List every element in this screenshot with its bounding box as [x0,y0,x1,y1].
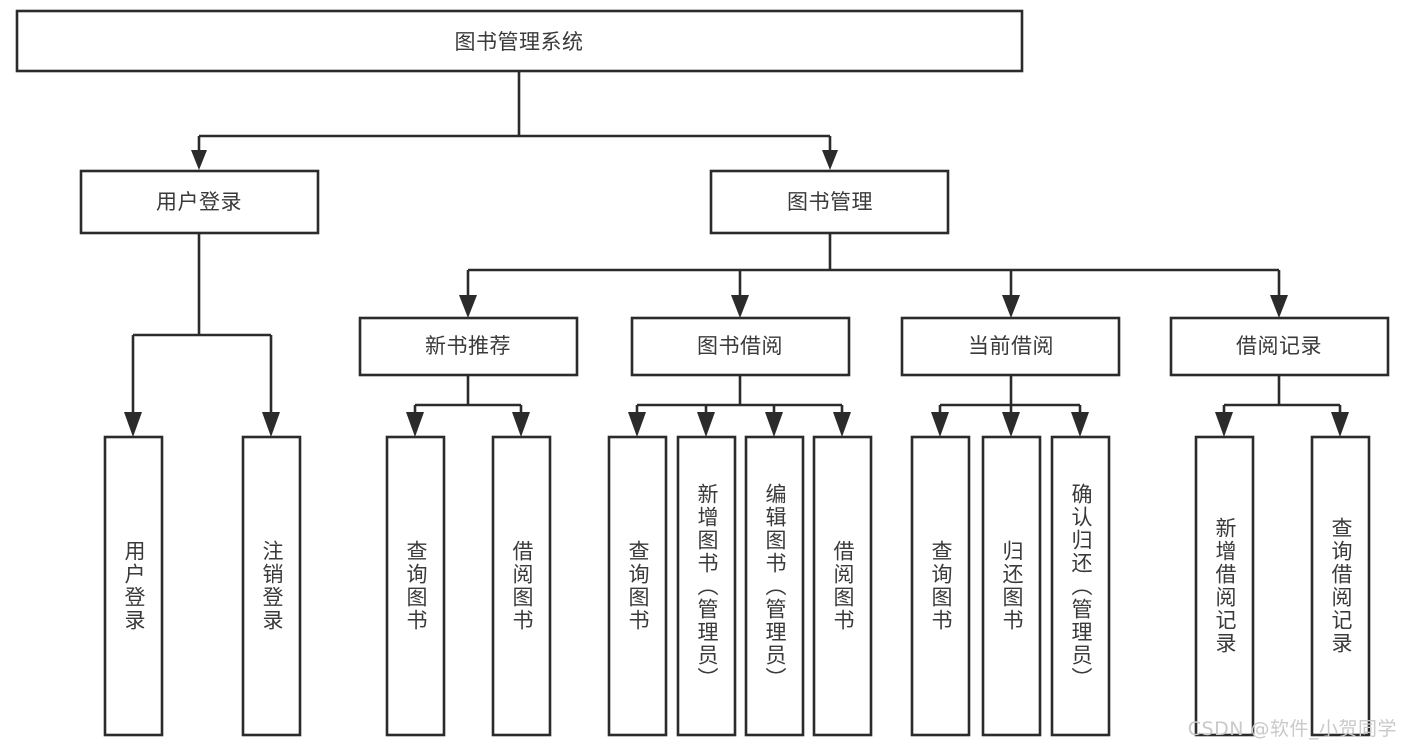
arrow-head-leaf-return-book [1002,412,1020,437]
arrow-head-leaf-borrow-book-1 [512,412,530,437]
arrow-head-leaf-edit-book [765,412,783,437]
node-root-label: 图书管理系统 [455,30,584,54]
arrow-head-leaf-confirm-return [1071,412,1089,437]
node-new-book-recommend-box[interactable] [358,316,579,377]
node-borrow-record-box[interactable] [1169,316,1390,377]
node-current-borrow-box[interactable] [900,316,1121,377]
node-borrow-record-label: 借阅记录 [1236,334,1322,358]
arrow-head-leaf-add-book [697,412,715,437]
csdn-watermark: CSDN @软件_小贺同学 [1187,718,1397,740]
node-user-login-box[interactable] [79,169,320,235]
node-leaf-confirm-return-box[interactable] [1050,435,1111,737]
arrow-head-book-borrow [731,295,749,318]
arrow-head-leaf-query-book-2 [628,412,646,437]
arrow-head-leaf-borrow-book-2 [833,412,851,437]
node-user-login-label: 用户登录 [156,190,242,214]
node-leaf-query-book-2-box[interactable] [607,435,668,737]
node-book-borrow-label: 图书借阅 [697,334,783,358]
node-leaf-edit-book-box[interactable] [744,435,805,737]
node-leaf-return-book-box[interactable] [981,435,1042,737]
node-leaf-borrow-book-1-box[interactable] [491,435,552,737]
arrow-head-leaf-user-logout [262,412,280,437]
node-leaf-user-logout-box[interactable] [241,435,302,737]
node-leaf-add-book-box[interactable] [676,435,737,737]
node-leaf-query-book-3-box[interactable] [910,435,971,737]
arrow-head-leaf-add-record [1215,412,1233,437]
arrow-head-leaf-query-book-3 [931,412,949,437]
arrow-head-user-login [191,150,207,170]
connector-layer [124,71,1349,437]
node-leaf-add-record-box[interactable] [1194,435,1255,737]
node-layer: 图书管理系统 用户登录 图书管理 新书推荐 图书借阅 当前借阅 借阅记录 [15,9,1390,737]
node-current-borrow-label: 当前借阅 [968,334,1054,358]
node-book-manage-box[interactable] [709,169,950,235]
arrow-head-leaf-query-book-1 [406,412,424,437]
node-book-manage-label: 图书管理 [787,190,873,214]
arrow-head-leaf-user-login [124,412,142,437]
arrow-head-leaf-query-record [1331,412,1349,437]
arrow-head-borrow-record [1270,295,1288,318]
node-root-box[interactable] [15,9,1024,73]
arrow-head-book-manage [822,150,838,170]
arrow-head-new-book-recommend [459,295,477,318]
node-book-borrow-box[interactable] [630,316,851,377]
arrow-head-current-borrow [1002,295,1020,318]
node-leaf-user-login-box[interactable] [103,435,164,737]
node-leaf-query-record-box[interactable] [1310,435,1371,737]
node-leaf-borrow-book-2-box[interactable] [812,435,873,737]
node-leaf-query-book-1-box[interactable] [385,435,446,737]
node-new-book-recommend-label: 新书推荐 [425,334,511,358]
